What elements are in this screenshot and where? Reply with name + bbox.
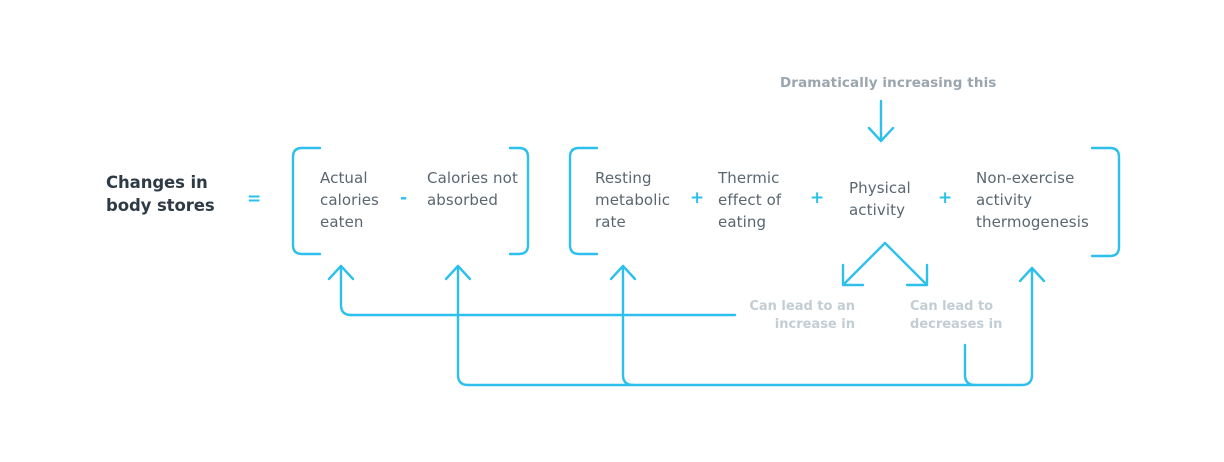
bracket-expenditure-left [568,146,599,256]
annotation-can-lead-to-decreases: Can lead to decreases in [910,299,1003,332]
bracket-intake-left [291,146,322,256]
term-resting-metabolic-rate: Resting metabolic rate [595,169,671,232]
term-thermic-effect-of-eating: Thermic effect of eating [718,169,782,232]
arrow-physical-activity-to-decrease-head [905,263,929,287]
term-non-exercise-activity-thermogenesis: Non-exercise activity thermogenesis [976,169,1089,232]
operator-plus-3: + [938,188,953,208]
feedback-arrow-calories-not-absorbed [456,264,470,387]
arrow-down-to-physical-activity-head [867,126,895,143]
annotation-can-lead-to-increase: Can lead to an increase in [749,299,855,332]
annotation-dramatically-increasing: Dramatically increasing this [780,75,997,91]
operator-plus-2: + [810,188,825,208]
feedback-arrow-resting-metabolic-rate [621,264,635,387]
feedback-arrow-actual-calories [339,264,353,317]
term-physical-activity: Physical activity [849,179,911,220]
term-calories-not-absorbed: Calories not absorbed [427,169,518,210]
feedback-arrow-actual-calories-head [327,264,355,281]
arrow-physical-activity-to-increase-head [841,263,865,287]
term-actual-calories-eaten: Actual calories eaten [320,169,379,232]
feedback-arrow-calories-not-absorbed-head [444,264,472,281]
operator-plus-1: + [690,188,705,208]
feedback-arrow-resting-metabolic-rate-head [609,264,637,281]
arrow-physical-activity-to-increase [843,241,887,285]
operator-minus: - [400,188,408,208]
feedback-arrow-neat-head [1018,266,1046,283]
arrow-physical-activity-to-decrease [883,241,927,285]
operator-equals: = [247,189,262,209]
page-title: Changes in body stores [106,173,215,216]
feedback-stub-decrease [963,343,977,387]
